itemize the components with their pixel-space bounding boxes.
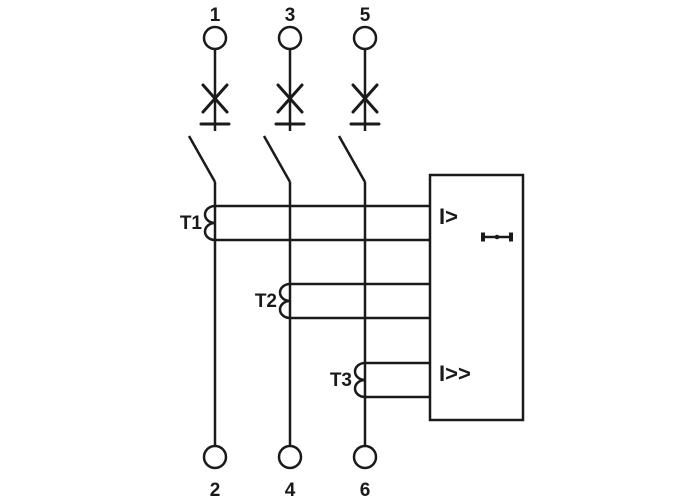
terminal-label-bottom: 6 [360, 480, 371, 500]
terminal-label-top: 3 [285, 5, 296, 26]
terminal-circle-top [277, 25, 303, 51]
pole-1: 1 T1 2 [180, 5, 430, 500]
terminal-label-bottom: 2 [210, 480, 221, 500]
breaker-x-icon [274, 83, 306, 126]
contact-blade [262, 135, 292, 183]
ct-label: T1 [180, 213, 203, 234]
pole-2: 3 T2 4 [255, 5, 430, 500]
current-transformer-2: T2 [255, 282, 430, 320]
terminal-circle-bottom [202, 444, 228, 470]
contact-blade [337, 135, 367, 183]
ct-label: T2 [255, 291, 277, 312]
terminal-circle-bottom [277, 444, 303, 470]
current-transformer-3: T3 [330, 361, 430, 399]
ct-winding-icon [203, 204, 216, 242]
current-transformer-1: T1 [180, 204, 430, 242]
dumbbell-adjustment-icon [481, 232, 513, 242]
contact-blade [187, 135, 217, 183]
overload-release-label: I> [439, 204, 458, 229]
pole-3: 5 T3 6 [330, 5, 430, 500]
ct-label: T3 [330, 370, 352, 391]
terminal-circle-top [202, 25, 228, 51]
trip-unit: I> I>> [428, 173, 525, 422]
breaker-x-icon [199, 83, 231, 126]
terminal-label-top: 5 [360, 5, 371, 26]
short-circuit-release-label: I>> [439, 361, 471, 386]
terminal-label-bottom: 4 [285, 480, 296, 500]
trip-unit-box [428, 173, 525, 422]
terminal-circle-bottom [352, 444, 378, 470]
ct-winding-icon [353, 361, 366, 399]
ct-winding-icon [278, 282, 291, 320]
terminal-circle-top [352, 25, 378, 51]
breaker-x-icon [349, 83, 381, 126]
terminal-label-top: 1 [210, 5, 221, 26]
